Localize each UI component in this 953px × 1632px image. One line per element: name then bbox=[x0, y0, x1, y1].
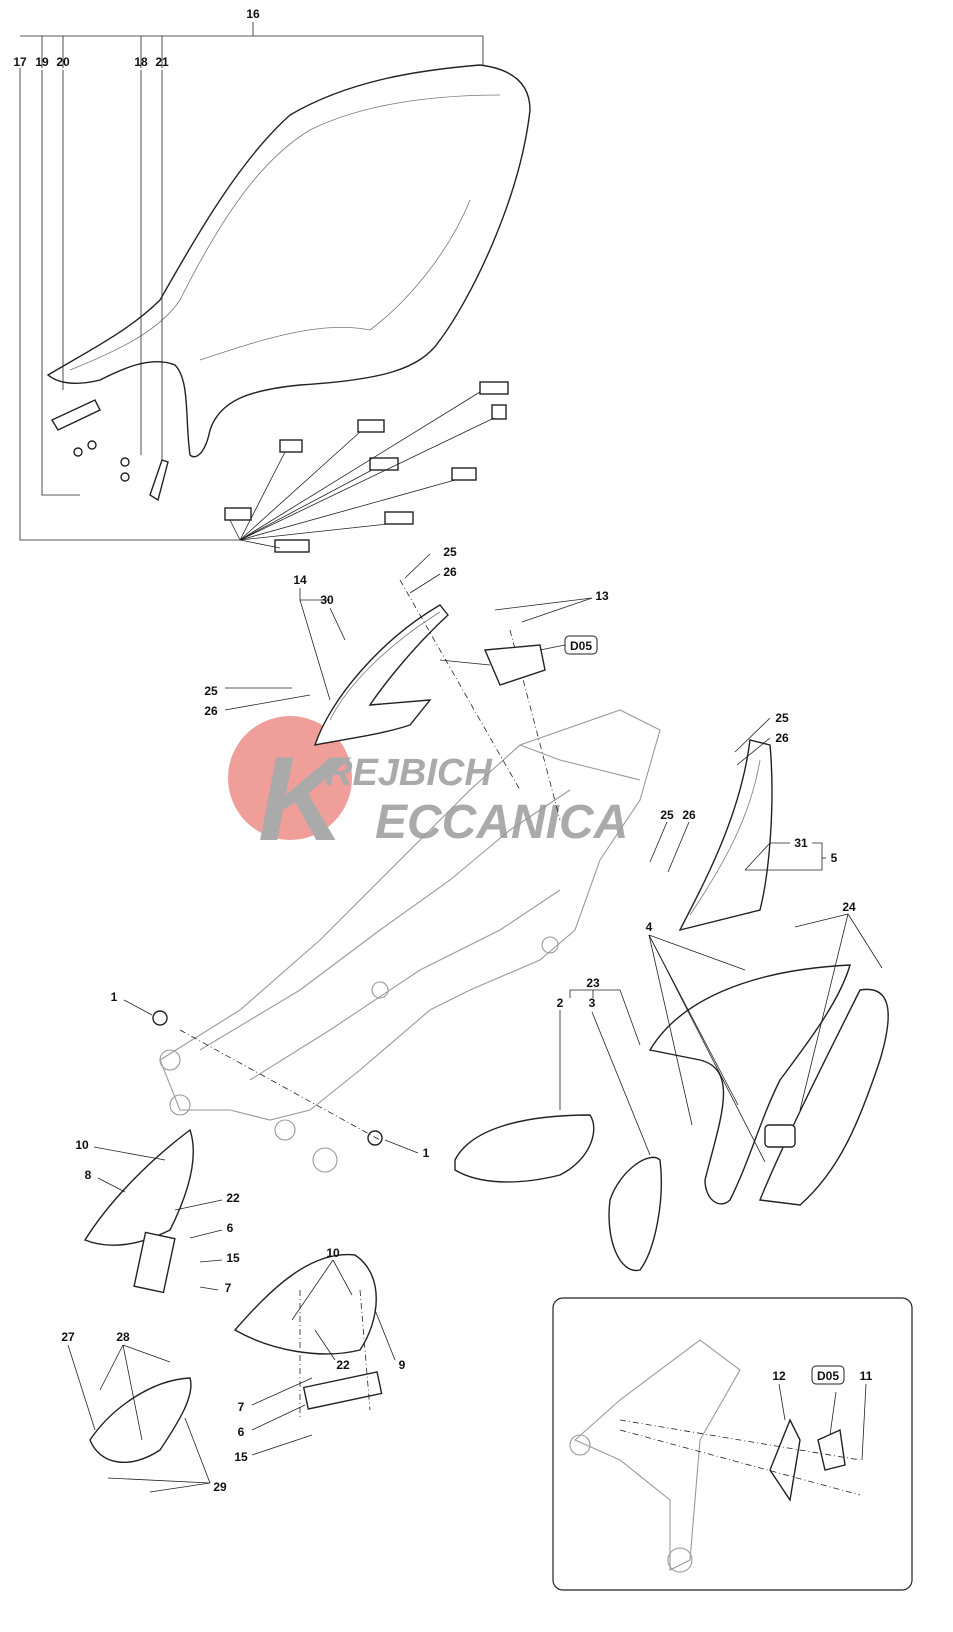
callout: 14 bbox=[293, 573, 307, 587]
callout: 22 bbox=[226, 1191, 240, 1205]
left-tail-cover bbox=[313, 604, 449, 746]
seat-part bbox=[46, 64, 531, 458]
callout: 8 bbox=[85, 1168, 92, 1182]
mounting-plate bbox=[89, 1377, 192, 1464]
callout: 30 bbox=[320, 593, 334, 607]
callout: 16 bbox=[246, 7, 260, 21]
callout: 19 bbox=[35, 55, 49, 69]
callout: 25 bbox=[775, 711, 789, 725]
callout: 15 bbox=[226, 1251, 240, 1265]
callout: 7 bbox=[238, 1400, 245, 1414]
callout: 5 bbox=[831, 851, 838, 865]
callout: 11 bbox=[860, 1369, 873, 1383]
callout-labels: 16 17 19 20 18 21 25 26 14 30 13 25 26 2… bbox=[13, 7, 872, 1494]
callout: 26 bbox=[775, 731, 789, 745]
callout: 1 bbox=[423, 1146, 430, 1160]
callout: 31 bbox=[794, 836, 808, 850]
callout: 26 bbox=[682, 808, 696, 822]
side-trim-panel bbox=[454, 1114, 595, 1183]
callout: 23 bbox=[586, 976, 600, 990]
callout: 15 bbox=[234, 1450, 248, 1464]
callout: 9 bbox=[399, 1358, 406, 1372]
bracket-6-left bbox=[133, 1231, 176, 1294]
callout: 10 bbox=[75, 1138, 89, 1152]
callout: 13 bbox=[595, 589, 609, 603]
bracket-6-right bbox=[302, 1371, 383, 1410]
callout: 20 bbox=[56, 55, 70, 69]
callout: 4 bbox=[646, 920, 653, 934]
callout: 6 bbox=[227, 1221, 234, 1235]
svg-text:REJBICH: REJBICH bbox=[325, 752, 493, 794]
side-reflector-panel bbox=[608, 1156, 662, 1272]
callout: 28 bbox=[116, 1330, 130, 1344]
bolt-1-left bbox=[152, 1010, 168, 1026]
callout: 24 bbox=[842, 900, 856, 914]
inset-detail bbox=[552, 1297, 913, 1591]
svg-text:D05: D05 bbox=[817, 1369, 839, 1383]
svg-text:ECCANICA: ECCANICA bbox=[375, 796, 628, 849]
svg-text:D05: D05 bbox=[570, 639, 592, 653]
rear-subframe bbox=[159, 709, 661, 1173]
bolt-1-right bbox=[367, 1130, 383, 1146]
callout: 12 bbox=[772, 1369, 786, 1383]
svg-text:K: K bbox=[258, 732, 352, 866]
pad-leader-lines bbox=[19, 22, 495, 549]
callout: 7 bbox=[225, 1281, 232, 1295]
assembly-lines bbox=[179, 579, 561, 1420]
callout: 26 bbox=[204, 704, 218, 718]
heat-shield-right bbox=[233, 1253, 377, 1355]
callout: 10 bbox=[326, 1246, 340, 1260]
right-tail-cover bbox=[678, 739, 773, 932]
heat-shield-left bbox=[83, 1128, 194, 1246]
callout: 25 bbox=[204, 684, 218, 698]
callout-leaders bbox=[67, 553, 883, 1493]
watermark-logo: K REJBICH ECCANICA bbox=[228, 716, 628, 866]
callout: 3 bbox=[589, 996, 596, 1010]
callout: 25 bbox=[660, 808, 674, 822]
reference-tag-d05[interactable]: D05 bbox=[564, 635, 598, 655]
callout: 22 bbox=[336, 1358, 350, 1372]
callout: 1 bbox=[111, 990, 118, 1004]
callout: 17 bbox=[13, 55, 27, 69]
callout: 6 bbox=[238, 1425, 245, 1439]
callout: 26 bbox=[443, 565, 457, 579]
reference-tag-d05-inset[interactable]: D05 bbox=[811, 1365, 845, 1385]
tail-bracket-d05 bbox=[483, 644, 546, 686]
callout: 21 bbox=[155, 55, 169, 69]
callout: 27 bbox=[61, 1330, 75, 1344]
seat-pads bbox=[224, 381, 509, 553]
seat-hardware bbox=[50, 399, 169, 502]
side-fairing bbox=[648, 964, 889, 1206]
callout: 18 bbox=[134, 55, 148, 69]
callout: 2 bbox=[557, 996, 564, 1010]
callout: 29 bbox=[213, 1480, 227, 1494]
callout: 25 bbox=[443, 545, 457, 559]
